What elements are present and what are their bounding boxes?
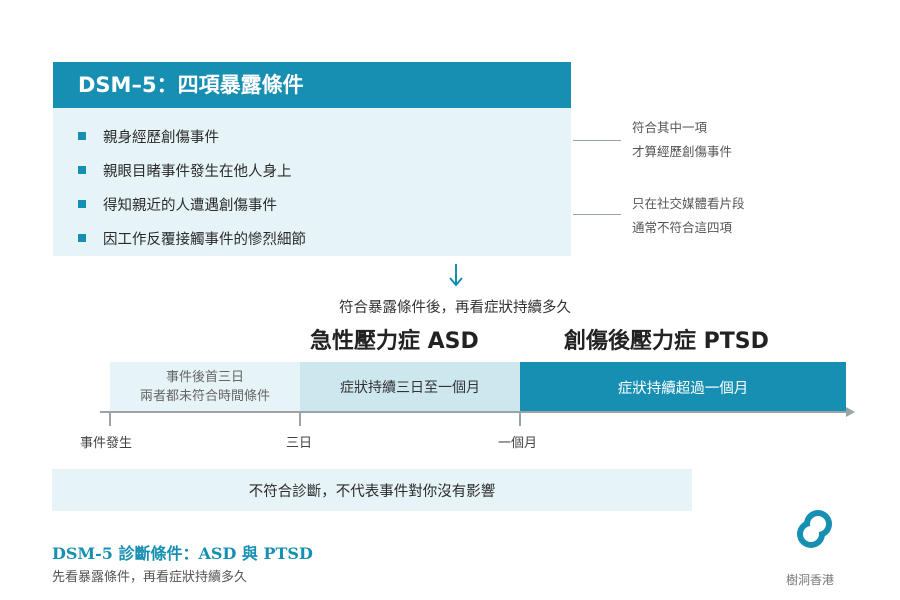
exposure-item: 親身經歷創傷事件 <box>78 124 219 148</box>
segment2-label: 症狀持續三日至一個月 <box>340 380 480 396</box>
timeline-segment-first-three-days: 事件後首三日 兩者都未符合時間條件 <box>110 362 300 412</box>
segment1-line1: 事件後首三日 <box>165 370 244 385</box>
axis-arrow-icon <box>846 407 855 417</box>
axis-tick <box>109 412 111 426</box>
note-connector-line <box>573 214 621 215</box>
timeline-segment-ptsd: 症狀持續超過一個月 <box>520 362 846 412</box>
side-note-1-line1: 符合其中一項 <box>632 120 708 135</box>
brand-logo-icon <box>797 510 832 548</box>
segment3-label: 症狀持續超過一個月 <box>617 380 749 397</box>
disclaimer-text: 不符合診斷，不代表事件對你沒有影響 <box>248 483 496 500</box>
disclaimer-bar: 不符合診斷，不代表事件對你沒有影響 <box>52 469 692 511</box>
down-arrow-icon <box>449 264 463 287</box>
ptsd-title: 創傷後壓力症 PTSD <box>564 329 769 354</box>
square-bullet-icon <box>78 132 86 140</box>
tick-label-one-month: 一個月 <box>498 436 538 451</box>
flow-mid-text: 符合暴露條件後，再看症狀持續多久 <box>339 300 571 316</box>
exposure-criteria-box: DSM–5：四項暴露條件 親身經歷創傷事件 親眼目睹事件發生在他人身上 得知親近… <box>53 62 571 256</box>
square-bullet-icon <box>78 234 86 242</box>
side-note-2-line1: 只在社交媒體看片段 <box>632 196 745 211</box>
exposure-item-label: 親身經歷創傷事件 <box>103 129 219 146</box>
asd-title: 急性壓力症 ASD <box>310 329 479 354</box>
timeline-segment-asd: 症狀持續三日至一個月 <box>300 362 520 412</box>
side-note-1-line2: 才算經歷創傷事件 <box>632 144 733 159</box>
exposure-item: 得知親近的人遭遇創傷事件 <box>78 192 277 216</box>
exposure-item-label: 親眼目睹事件發生在他人身上 <box>103 163 292 180</box>
brand-name: 樹洞香港 <box>786 573 835 587</box>
note-connector-line <box>573 140 621 141</box>
footer-subtitle: 先看暴露條件，再看症狀持續多久 <box>52 570 248 585</box>
exposure-item: 親眼目睹事件發生在他人身上 <box>78 158 292 182</box>
segment1-line2: 兩者都未符合時間條件 <box>139 389 270 404</box>
exposure-item-label: 得知親近的人遭遇創傷事件 <box>103 197 277 214</box>
exposure-criteria-title: DSM–5：四項暴露條件 <box>53 62 571 108</box>
timeline-axis <box>100 411 848 413</box>
exposure-item-label: 因工作反覆接觸事件的慘烈細節 <box>103 231 306 248</box>
side-note-1: 符合其中一項 才算經歷創傷事件 <box>632 116 732 164</box>
axis-tick <box>299 412 301 426</box>
footer-title: DSM-5 診斷條件：ASD 與 PTSD <box>52 544 313 563</box>
side-note-2: 只在社交媒體看片段 通常不符合這四項 <box>632 192 745 240</box>
exposure-item: 因工作反覆接觸事件的慘烈細節 <box>78 226 306 250</box>
square-bullet-icon <box>78 166 86 174</box>
tick-label-three-days: 三日 <box>286 436 313 451</box>
axis-tick <box>519 412 521 426</box>
side-note-2-line2: 通常不符合這四項 <box>632 220 733 235</box>
tick-label-event: 事件發生 <box>80 436 133 451</box>
square-bullet-icon <box>78 200 86 208</box>
